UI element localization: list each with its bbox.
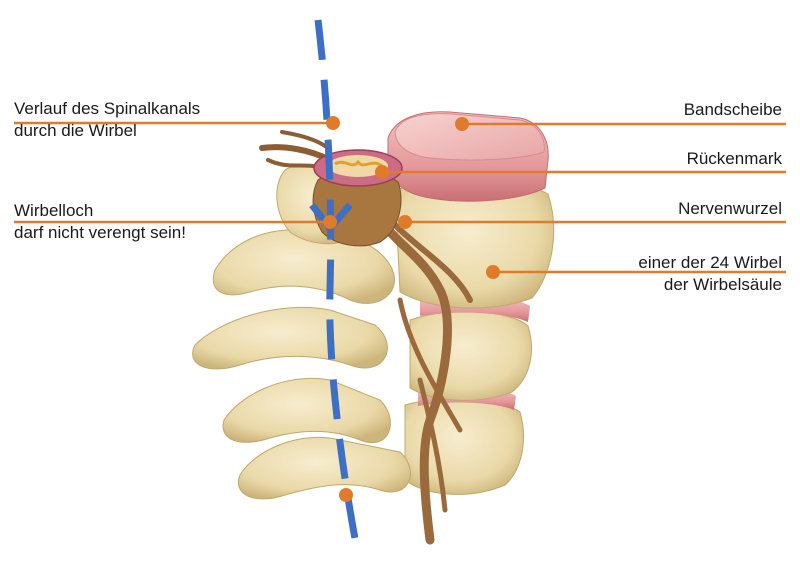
label-vertebra-line2: der Wirbelsäule bbox=[663, 275, 782, 294]
leader-lines bbox=[14, 121, 786, 274]
process-mid bbox=[192, 306, 388, 370]
label-nerve-root-text: Nervenwurzel bbox=[678, 199, 782, 218]
marker-vertebra bbox=[486, 265, 500, 279]
label-nerve-root: Nervenwurzel bbox=[678, 198, 782, 220]
label-foramen-line2: darf nicht verengt sein! bbox=[14, 223, 186, 242]
marker-lower-canal bbox=[339, 488, 353, 502]
nerve-root-left-top bbox=[259, 144, 333, 163]
label-vertebra-line1: einer der 24 Wirbel bbox=[638, 253, 782, 272]
nerve-trunk bbox=[365, 195, 452, 545]
label-spinal-cord-text: Rückenmark bbox=[686, 149, 782, 168]
label-vertebra: einer der 24 Wirbel der Wirbelsäule bbox=[638, 252, 782, 296]
canal-path-line bbox=[314, 19, 362, 556]
process-lower bbox=[237, 436, 411, 500]
label-foramen-line1: Wirbelloch bbox=[14, 201, 94, 220]
label-spinal-canal: Verlauf des Spinalkanals durch die Wirbe… bbox=[14, 98, 200, 142]
nerve-branch-2 bbox=[397, 297, 463, 433]
marker-disc bbox=[455, 117, 469, 131]
label-disc-text: Bandscheibe bbox=[683, 100, 782, 119]
process-mid-lower bbox=[222, 377, 391, 443]
spinal-cord-core bbox=[328, 155, 388, 177]
process-upper bbox=[212, 229, 395, 304]
marker-nerve-root bbox=[398, 215, 412, 229]
label-disc: Bandscheibe bbox=[684, 99, 782, 121]
disc-surface bbox=[394, 113, 545, 161]
marker-foramen bbox=[323, 215, 337, 229]
marker-spinal-canal bbox=[326, 116, 340, 130]
marker-spinal-cord bbox=[375, 165, 389, 179]
label-spinal-canal-line1: Verlauf des Spinalkanals bbox=[14, 99, 201, 118]
vertebral-bodies bbox=[394, 180, 555, 495]
vertebra-body-2 bbox=[409, 310, 532, 401]
label-spinal-canal-line2: durch die Wirbel bbox=[14, 121, 137, 140]
label-foramen: Wirbelloch darf nicht verengt sein! bbox=[14, 200, 186, 244]
nerve-branch-1 bbox=[392, 222, 473, 303]
markers bbox=[323, 116, 500, 502]
label-spinal-cord: Rückenmark bbox=[687, 148, 782, 170]
nerve-branch-3 bbox=[417, 377, 448, 513]
spinal-cord-gray-matter bbox=[334, 159, 383, 168]
